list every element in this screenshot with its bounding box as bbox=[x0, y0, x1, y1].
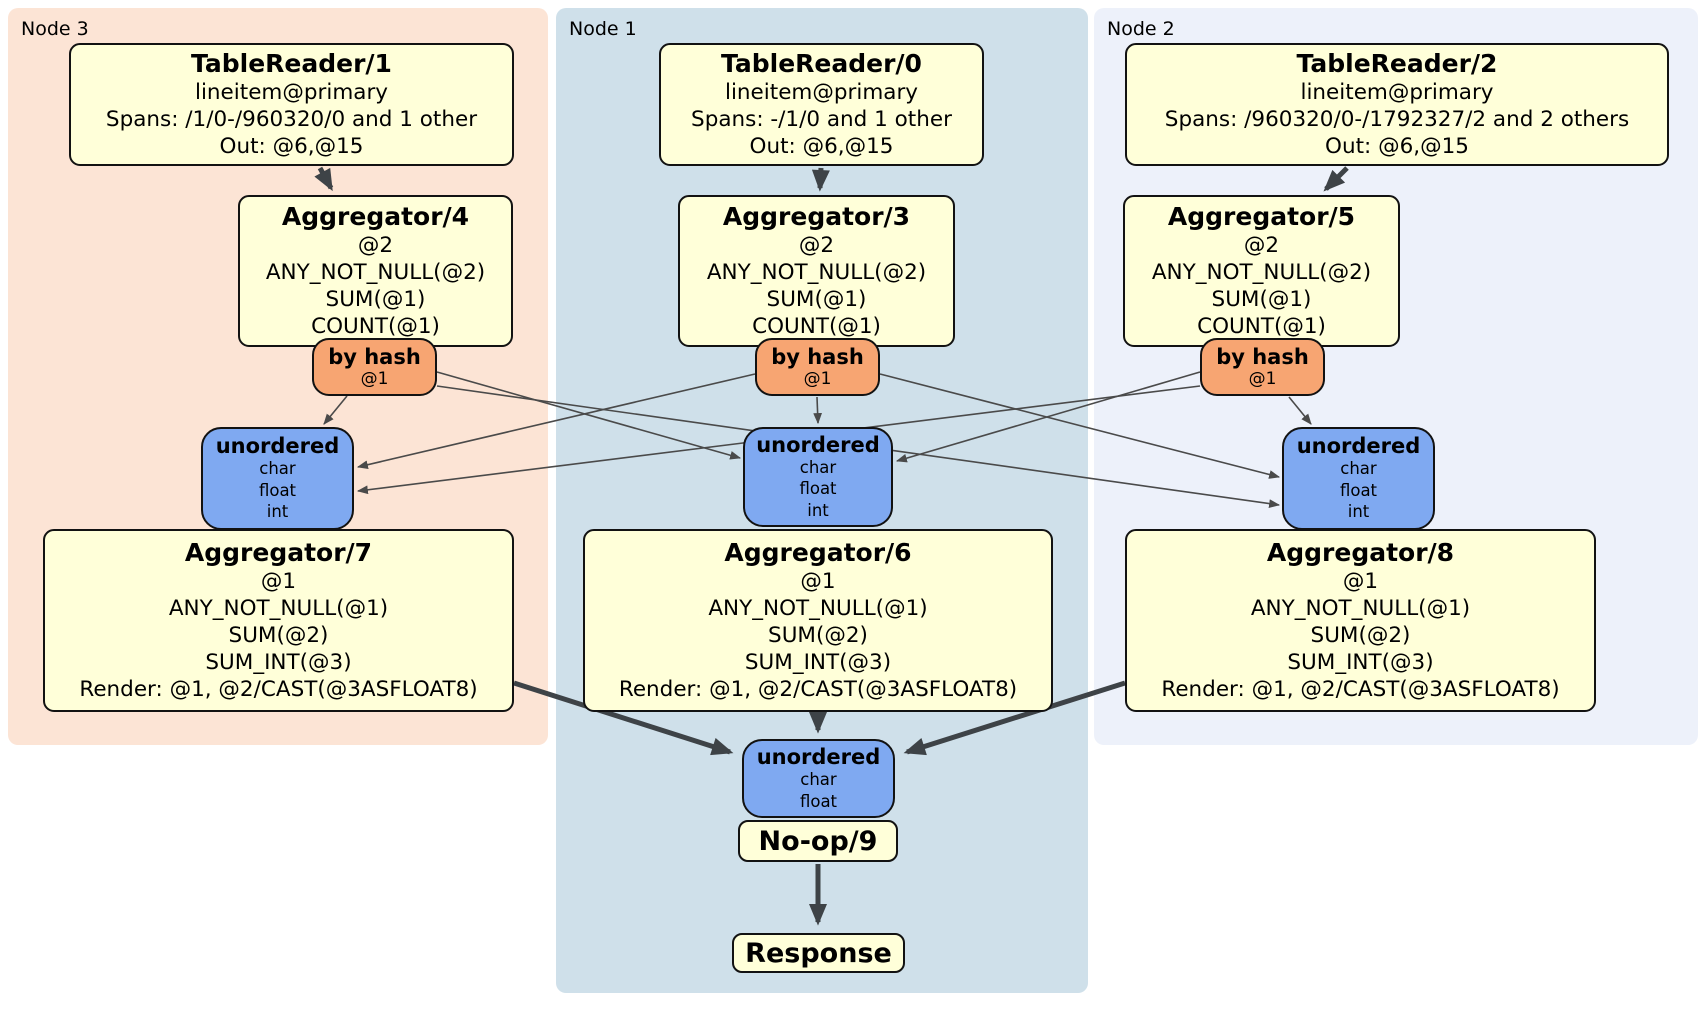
processor-detail-line: @1 bbox=[260, 569, 297, 594]
processor-title: No-op/9 bbox=[758, 825, 878, 857]
processor-detail-line: lineitem@primary bbox=[1300, 80, 1494, 105]
sync-stream: int bbox=[266, 502, 289, 522]
unordered-sync-node1-box: unordered char float int bbox=[743, 427, 893, 527]
processor-detail-line: Out: @6,@15 bbox=[749, 134, 894, 159]
noop9-box: No-op/9 bbox=[738, 820, 898, 862]
processor-title: Aggregator/5 bbox=[1167, 202, 1356, 231]
sync-stream: float bbox=[258, 480, 297, 500]
sync-stream: char bbox=[1340, 459, 1377, 479]
processor-detail-line: @1 bbox=[1342, 569, 1379, 594]
processor-title: TableReader/2 bbox=[1296, 49, 1498, 78]
processor-detail-line: lineitem@primary bbox=[194, 80, 389, 105]
processor-detail-line: Spans: /960320/0-/1792327/2 and 2 others bbox=[1164, 107, 1630, 132]
aggregator5-box: Aggregator/5 @2 ANY_NOT_NULL(@2) SUM(@1)… bbox=[1123, 195, 1400, 347]
unordered-sync-node2-box: unordered char float int bbox=[1282, 427, 1435, 530]
router-title: by hash bbox=[771, 345, 864, 369]
processor-title: Aggregator/8 bbox=[1266, 538, 1455, 567]
node2-label: Node 2 bbox=[1107, 18, 1175, 40]
processor-detail-line: @2 bbox=[357, 233, 394, 258]
unordered-sync-node3-box: unordered char float int bbox=[201, 427, 354, 530]
processor-detail-line: SUM(@2) bbox=[768, 623, 868, 648]
processor-detail-line: COUNT(@1) bbox=[752, 314, 881, 339]
router-detail: @1 bbox=[360, 369, 389, 389]
sync-stream: char bbox=[800, 770, 837, 789]
sync-stream: float bbox=[799, 791, 838, 811]
router-title: by hash bbox=[1216, 345, 1309, 369]
processor-title: Aggregator/6 bbox=[724, 538, 912, 567]
processor-title: Aggregator/3 bbox=[722, 202, 911, 231]
sync-title: unordered bbox=[1296, 434, 1421, 459]
processor-title: Aggregator/4 bbox=[281, 202, 470, 231]
processor-detail-line: Spans: -/1/0 and 1 other bbox=[691, 107, 952, 132]
processor-detail-line: ANY_NOT_NULL(@2) bbox=[706, 260, 927, 285]
processor-detail-line: lineitem@primary bbox=[724, 80, 919, 105]
processor-detail-line: Spans: /1/0-/960320/0 and 1 other bbox=[105, 107, 478, 132]
processor-detail-line: ANY_NOT_NULL(@1) bbox=[708, 596, 928, 621]
processor-detail-line: SUM_INT(@3) bbox=[205, 650, 352, 675]
router-title: by hash bbox=[328, 345, 421, 369]
processor-detail-line: ANY_NOT_NULL(@2) bbox=[1151, 260, 1372, 285]
processor-title: TableReader/0 bbox=[721, 49, 922, 78]
aggregator6-box: Aggregator/6 @1 ANY_NOT_NULL(@1) SUM(@2)… bbox=[583, 529, 1053, 712]
processor-detail-line: Out: @6,@15 bbox=[219, 134, 364, 159]
hash-router3-box: by hash @1 bbox=[755, 338, 880, 396]
processor-detail-line: Render: @1, @2/CAST(@3ASFLOAT8) bbox=[618, 677, 1018, 702]
hash-router5-box: by hash @1 bbox=[1200, 338, 1325, 396]
sync-title: unordered bbox=[756, 745, 881, 769]
sync-stream: char bbox=[799, 457, 837, 477]
sync-stream: int bbox=[1347, 502, 1370, 522]
router-detail: @1 bbox=[1248, 369, 1277, 389]
processor-detail-line: @2 bbox=[1243, 233, 1280, 258]
aggregator4-box: Aggregator/4 @2 ANY_NOT_NULL(@2) SUM(@1)… bbox=[238, 195, 513, 347]
processor-detail-line: SUM(@2) bbox=[1310, 623, 1411, 648]
sync-stream: float bbox=[799, 479, 837, 499]
sync-title: unordered bbox=[215, 434, 340, 459]
processor-title: Response bbox=[745, 937, 892, 969]
tablereader1-box: TableReader/1 lineitem@primary Spans: /1… bbox=[69, 43, 514, 166]
aggregator3-box: Aggregator/3 @2 ANY_NOT_NULL(@2) SUM(@1)… bbox=[678, 195, 955, 347]
processor-detail-line: SUM(@1) bbox=[325, 287, 426, 312]
aggregator7-box: Aggregator/7 @1 ANY_NOT_NULL(@1) SUM(@2)… bbox=[43, 529, 514, 712]
processor-detail-line: Render: @1, @2/CAST(@3ASFLOAT8) bbox=[1161, 677, 1560, 702]
tablereader2-box: TableReader/2 lineitem@primary Spans: /9… bbox=[1125, 43, 1669, 166]
sync-stream: char bbox=[259, 459, 296, 479]
node3-label: Node 3 bbox=[21, 18, 89, 40]
processor-detail-line: ANY_NOT_NULL(@1) bbox=[1250, 596, 1471, 621]
aggregator8-box: Aggregator/8 @1 ANY_NOT_NULL(@1) SUM(@2)… bbox=[1125, 529, 1596, 712]
unordered-sync-final-box: unordered char float bbox=[742, 739, 895, 818]
sync-stream: float bbox=[1339, 480, 1378, 500]
node1-label: Node 1 bbox=[569, 18, 637, 40]
processor-detail-line: SUM(@1) bbox=[1211, 287, 1312, 312]
processor-detail-line: Out: @6,@15 bbox=[1325, 134, 1469, 159]
processor-detail-line: ANY_NOT_NULL(@2) bbox=[265, 260, 486, 285]
processor-detail-line: Render: @1, @2/CAST(@3ASFLOAT8) bbox=[79, 677, 478, 702]
processor-detail-line: COUNT(@1) bbox=[311, 314, 440, 339]
processor-detail-line: ANY_NOT_NULL(@1) bbox=[168, 596, 389, 621]
processor-detail-line: SUM_INT(@3) bbox=[744, 650, 892, 675]
processor-title: TableReader/1 bbox=[191, 49, 392, 78]
processor-detail-line: SUM(@1) bbox=[766, 287, 867, 312]
processor-detail-line: SUM_INT(@3) bbox=[1287, 650, 1434, 675]
processor-title: Aggregator/7 bbox=[184, 538, 373, 567]
processor-detail-line: COUNT(@1) bbox=[1197, 314, 1326, 339]
router-detail: @1 bbox=[803, 369, 832, 389]
sync-stream: int bbox=[807, 500, 829, 520]
response-box: Response bbox=[732, 933, 905, 973]
tablereader0-box: TableReader/0 lineitem@primary Spans: -/… bbox=[659, 43, 984, 166]
processor-detail-line: @1 bbox=[800, 569, 836, 594]
processor-detail-line: @2 bbox=[798, 233, 835, 258]
processor-detail-line: SUM(@2) bbox=[228, 623, 329, 648]
sync-title: unordered bbox=[756, 432, 880, 457]
hash-router4-box: by hash @1 bbox=[312, 338, 437, 396]
